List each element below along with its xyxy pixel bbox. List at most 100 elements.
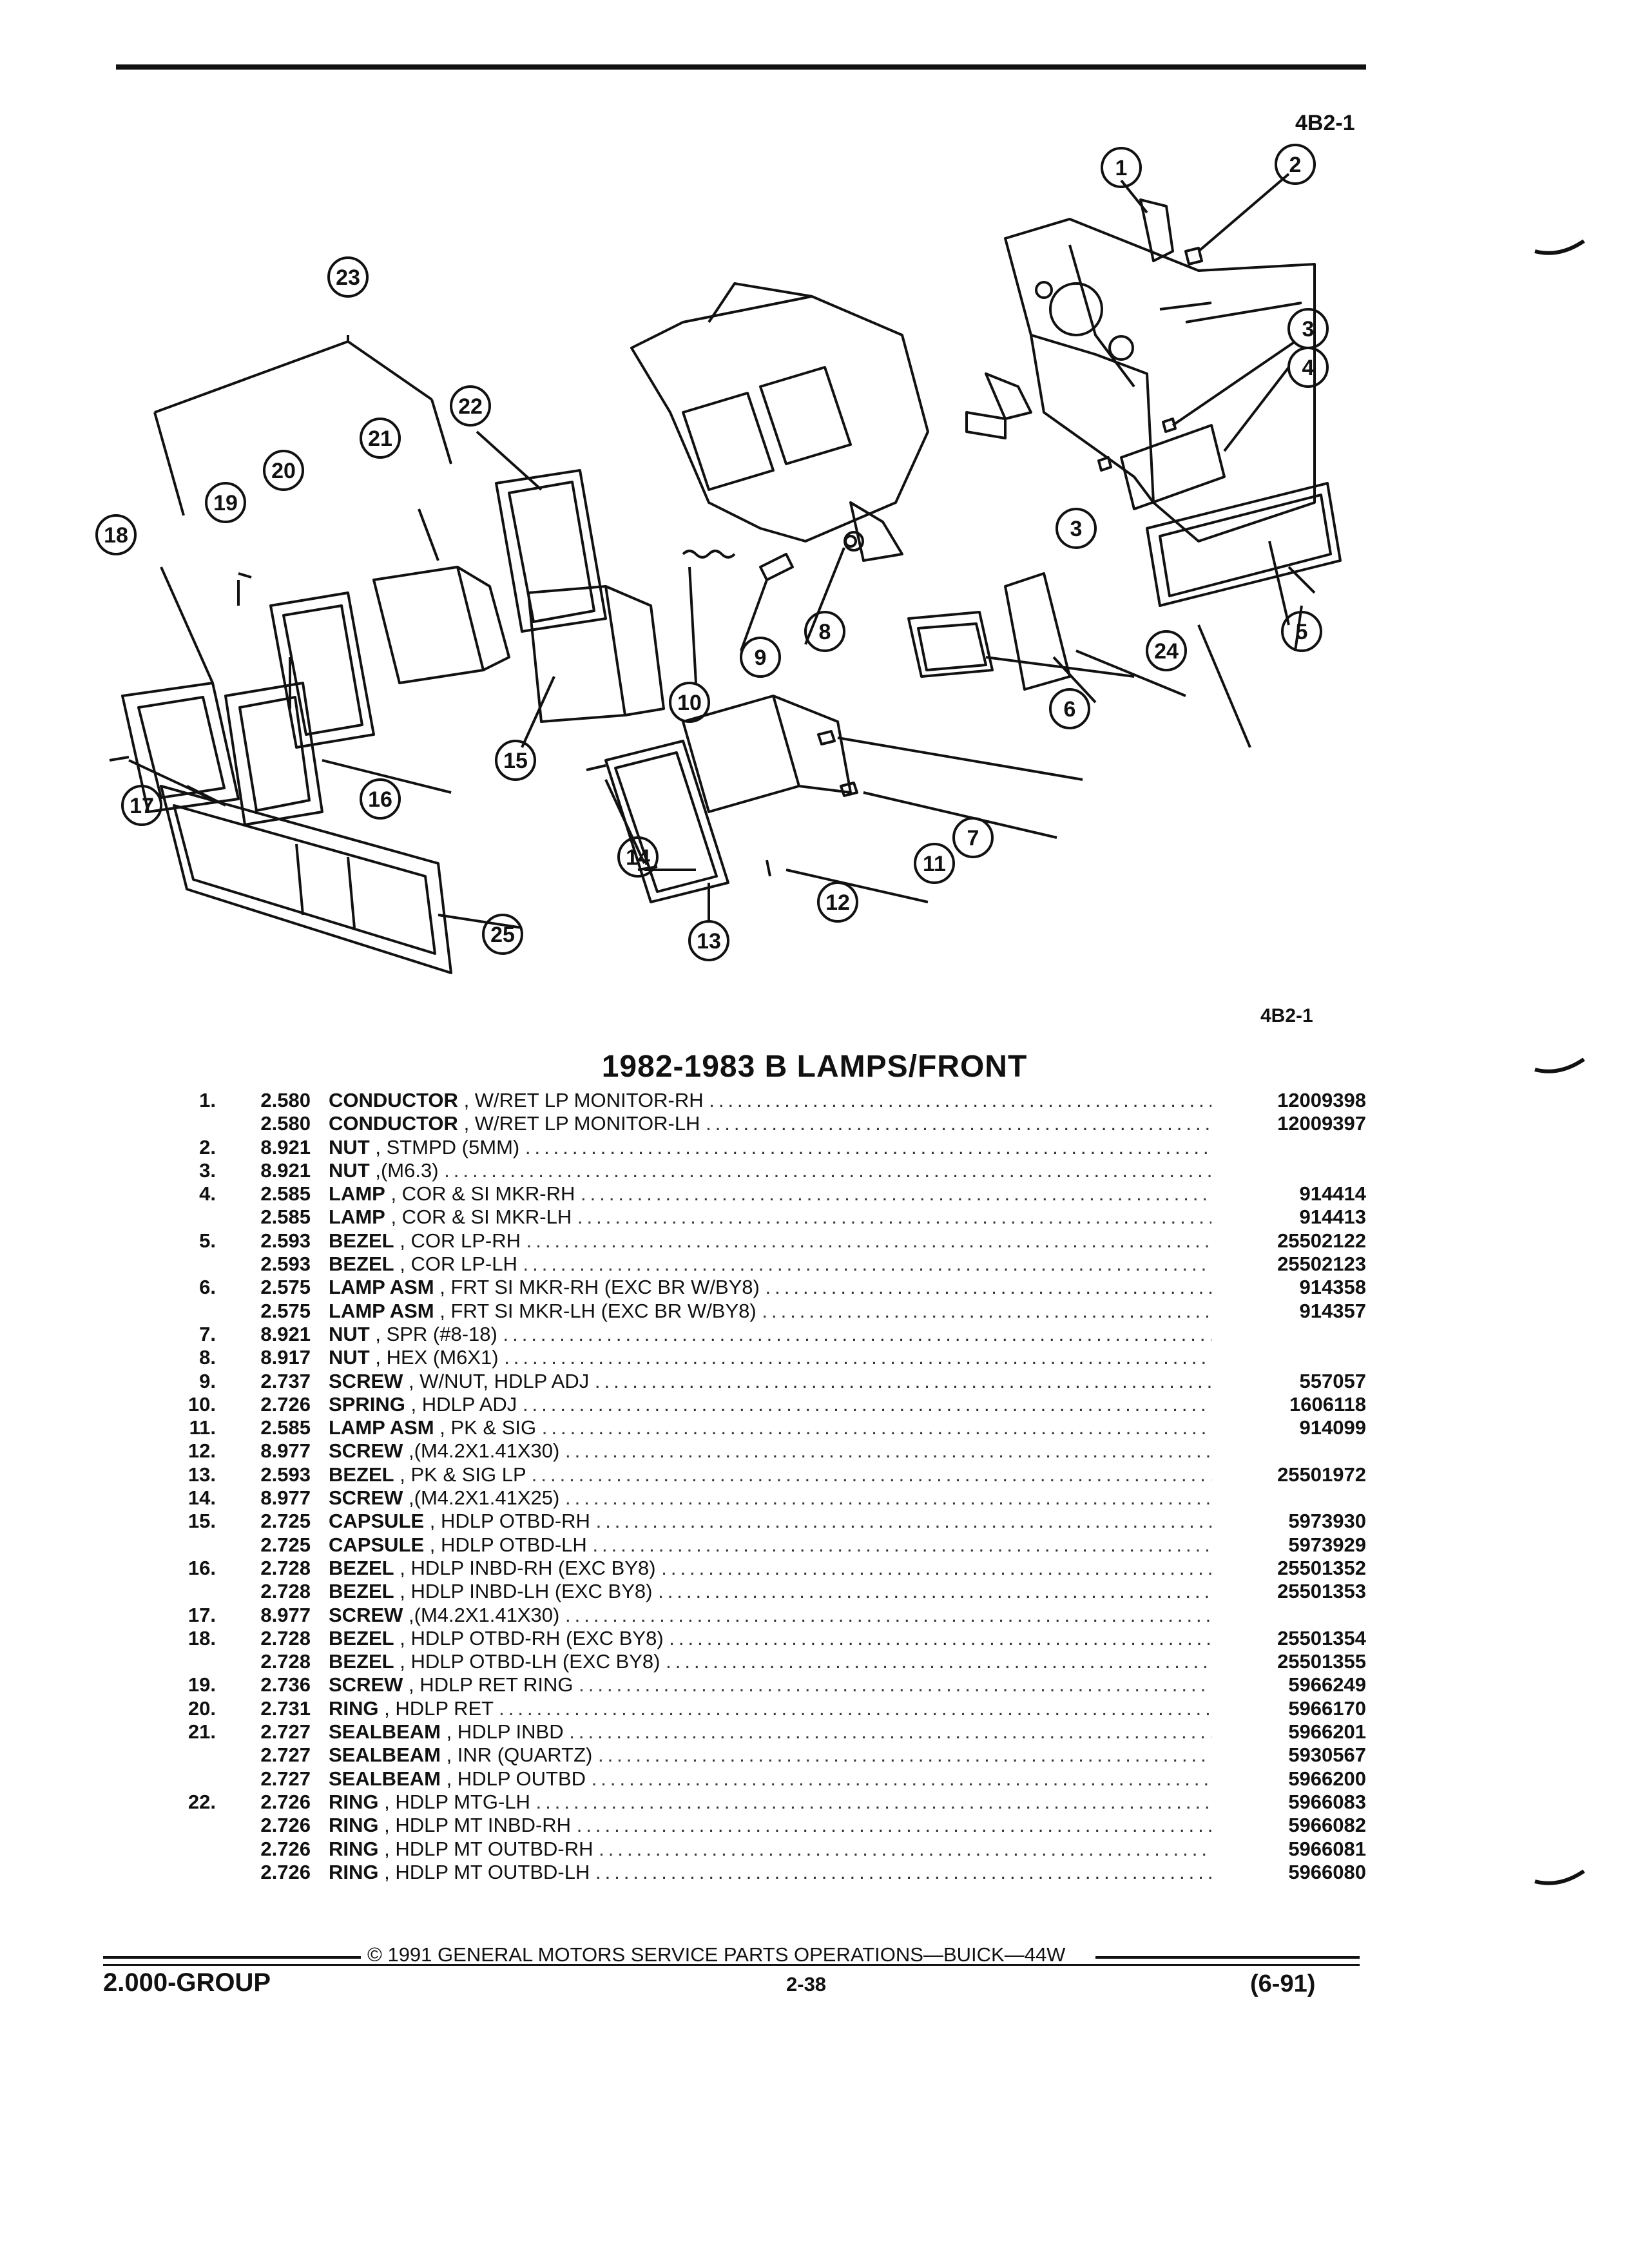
sealbeam	[372, 566, 485, 684]
part-number: 5973929	[1288, 1533, 1366, 1556]
part-number: 914099	[1299, 1416, 1366, 1439]
item-number: 20.	[188, 1696, 216, 1720]
leader-dots: ........................................…	[597, 1744, 1211, 1767]
footer-rule-left	[103, 1956, 361, 1959]
item-number: 18.	[188, 1626, 216, 1649]
nut-7b	[840, 782, 858, 797]
part-detail: , FRT SI MKR-LH (EXC BR W/BY8)	[439, 1299, 757, 1322]
part-name: RING	[329, 1696, 379, 1720]
leader-dots: ........................................…	[522, 1392, 1211, 1416]
part-name: BEZEL	[329, 1253, 394, 1276]
leader-dots: ........................................…	[595, 1860, 1211, 1883]
part-name: RING	[329, 1790, 379, 1813]
part-name: SPRING	[329, 1392, 405, 1416]
leader-dots: ........................................…	[569, 1720, 1211, 1744]
part-description: RING , HDLP MT OUTBD-LH ................…	[329, 1861, 1211, 1884]
item-number: 7.	[199, 1322, 216, 1345]
item-number: 22.	[188, 1790, 216, 1813]
part-name: CAPSULE	[329, 1533, 425, 1556]
part-number: 914358	[1299, 1276, 1366, 1299]
part-name: BEZEL	[329, 1650, 394, 1673]
part-name: BEZEL	[329, 1229, 394, 1252]
part-description: SCREW ,(M4.2X1.41X30) ..................…	[329, 1604, 1211, 1627]
part-number: 5966083	[1288, 1790, 1366, 1813]
part-description: SCREW ,(M4.2X1.41X25) ..................…	[329, 1486, 1211, 1510]
part-detail: , HDLP OTBD-RH	[429, 1510, 590, 1533]
part-name: RING	[329, 1837, 379, 1860]
footer-group: 2.000-GROUP	[103, 1968, 271, 1997]
group-number: 2.727	[260, 1767, 311, 1790]
part-description: BEZEL , COR LP-LH ......................…	[329, 1253, 1211, 1276]
part-number: 5930567	[1288, 1744, 1366, 1767]
callout-3b: 3	[1070, 517, 1083, 541]
callout-6: 6	[1064, 697, 1076, 722]
part-description: BEZEL , HDLP INBD-LH (EXC BY8) .........…	[329, 1580, 1211, 1603]
part-detail: , W/NUT, HDLP ADJ	[409, 1369, 590, 1392]
item-number: 16.	[188, 1556, 216, 1579]
leader-dots: ........................................…	[523, 1253, 1211, 1276]
part-description: CAPSULE , HDLP OTBD-RH .................…	[329, 1510, 1211, 1533]
part-description: SEALBEAM , HDLP INBD ...................…	[329, 1720, 1211, 1744]
group-number: 2.575	[260, 1276, 311, 1299]
item-number: 13.	[188, 1463, 216, 1486]
callout-19: 19	[213, 491, 238, 515]
adjusting-spring	[682, 550, 736, 559]
callout-23: 23	[336, 265, 360, 290]
part-detail: , COR LP-LH	[400, 1253, 517, 1276]
leader-dots: ........................................…	[669, 1626, 1211, 1649]
part-detail: , INR (QUARTZ)	[446, 1744, 593, 1767]
callout-3a: 3	[1302, 317, 1315, 341]
leader-dots: ........................................…	[565, 1439, 1211, 1463]
leader-dots: ........................................…	[595, 1510, 1211, 1533]
part-description: BEZEL , HDLP OTBD-LH (EXC BY8) .........…	[329, 1650, 1211, 1673]
leader-dots: ........................................…	[592, 1533, 1211, 1556]
group-number: 2.736	[260, 1673, 311, 1696]
top-rule	[116, 64, 1366, 70]
group-number: 2.727	[260, 1720, 311, 1744]
callout-7: 7	[967, 826, 979, 850]
part-name: NUT	[329, 1322, 370, 1345]
margin-mark-1	[1534, 239, 1585, 255]
leader-dots: ........................................…	[591, 1767, 1211, 1790]
callout-25: 25	[490, 923, 515, 947]
part-number: 914413	[1299, 1206, 1366, 1229]
part-description: NUT ,(M6.3) ............................…	[329, 1159, 1211, 1182]
part-name: BEZEL	[329, 1626, 394, 1649]
part-name: NUT	[329, 1158, 370, 1182]
part-name: RING	[329, 1814, 379, 1837]
callout-1: 1	[1115, 156, 1128, 180]
leader-dots: ........................................…	[535, 1790, 1211, 1813]
part-number: 25501352	[1277, 1556, 1366, 1579]
part-name: SEALBEAM	[329, 1720, 441, 1744]
part-number: 5966249	[1288, 1673, 1366, 1696]
item-number: 15.	[188, 1510, 216, 1533]
side-marker-lamp	[907, 611, 994, 678]
group-number: 8.921	[260, 1158, 311, 1182]
leader-dots: ........................................…	[526, 1229, 1211, 1252]
item-number: 12.	[188, 1439, 216, 1463]
part-description: BEZEL , COR LP-RH ......................…	[329, 1229, 1211, 1253]
part-name: CONDUCTOR	[329, 1089, 458, 1111]
part-detail: , PK & SIG LP	[400, 1463, 526, 1486]
part-number: 25501354	[1277, 1626, 1366, 1649]
callout-18: 18	[104, 523, 128, 548]
part-description: BEZEL , PK & SIG LP ....................…	[329, 1463, 1211, 1486]
part-description: SCREW , HDLP RET RING ..................…	[329, 1673, 1211, 1696]
group-number: 8.921	[260, 1322, 311, 1345]
group-number: 2.731	[260, 1696, 311, 1720]
part-detail: , HDLP MT OUTBD-RH	[384, 1837, 593, 1860]
group-number: 2.593	[260, 1253, 311, 1276]
part-name: BEZEL	[329, 1556, 394, 1579]
part-name: SCREW	[329, 1486, 403, 1510]
part-name: LAMP ASM	[329, 1276, 434, 1299]
part-number: 5966200	[1288, 1767, 1366, 1790]
front-fascia	[160, 785, 452, 974]
